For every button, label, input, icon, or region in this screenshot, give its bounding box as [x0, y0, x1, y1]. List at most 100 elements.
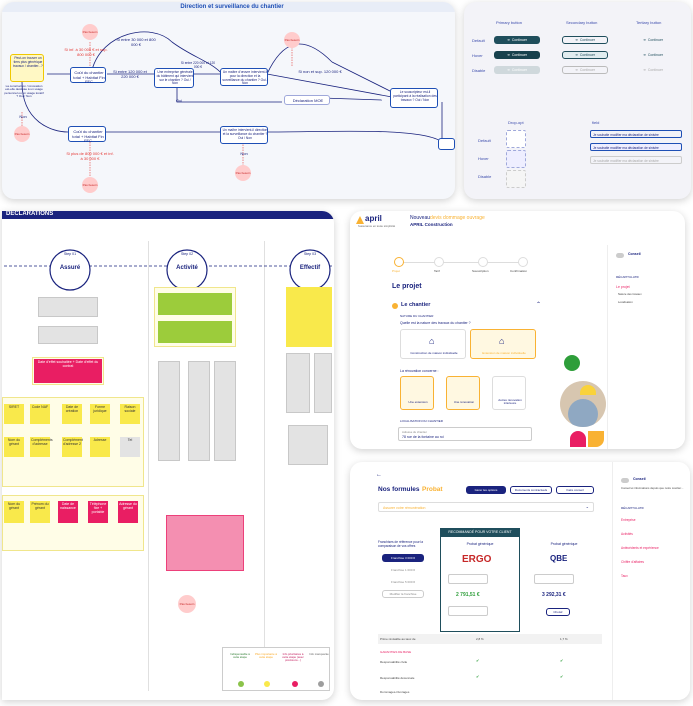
primary-button-hover[interactable]: ➜Continuer [494, 51, 540, 59]
drop-opt-default[interactable] [506, 130, 526, 148]
step-1-code: Step 01 [63, 252, 77, 256]
flow-non-label-2: Non [240, 151, 248, 156]
offers-side-item-5[interactable]: Taux [621, 574, 628, 578]
april-tagline: l'assurance en toute simplicité [358, 224, 396, 228]
offers-side-toggle[interactable] [621, 478, 629, 483]
progress-label-1: Projet [392, 269, 400, 273]
progress-step-3[interactable] [478, 257, 488, 267]
sticky-pink-3: Date de naissance [58, 501, 78, 523]
journey-header-bar [2, 211, 334, 219]
localisation-input[interactable]: Adresse du chantier 78 rue de la fontain… [398, 427, 532, 441]
renov-option-3[interactable]: Autres rénovation intérieure [492, 376, 526, 410]
documents-button[interactable]: Documents contractuels [510, 486, 552, 494]
helmet-shape [580, 385, 596, 395]
conseil-button[interactable]: Faire conseil [556, 486, 594, 494]
legend-text-4: Info manquante [309, 652, 329, 656]
april-logo: april [365, 214, 382, 223]
choose-button[interactable]: Choisir [546, 608, 570, 616]
col2-select[interactable] [534, 574, 574, 584]
step-1-name: Assuré [59, 265, 81, 271]
col1-select-2[interactable] [448, 606, 488, 616]
offers-side-title: Conseil [633, 477, 646, 481]
option-extension[interactable]: ⌂ Extension de maison individuelle [470, 329, 536, 359]
sticky-pink-5: Adresse du gérant [118, 501, 138, 523]
offers-side-item-1[interactable]: Entreprise [621, 518, 636, 522]
arrow-icon: ➜ [574, 53, 578, 57]
check-icon: ✔ [560, 658, 564, 663]
manage-options-button[interactable]: Gérer les options [466, 486, 506, 494]
grey-box-2 [38, 326, 98, 344]
side-title: Conseil [628, 252, 641, 256]
effectif-grey-1 [286, 353, 310, 413]
chevron-up-icon[interactable]: ⌃ [536, 302, 542, 308]
journey-header: DECLARATIONS [6, 211, 54, 217]
row-label-4: Responsabilité décennale [380, 676, 415, 680]
field-default[interactable]: Je souhaite modifier ma déclaration de s… [590, 130, 682, 138]
legend-text-3: Info prioritaires à cette étape (avec pr… [282, 652, 304, 663]
tertiary-button-default[interactable]: ➜Continuer [642, 38, 664, 42]
field-hover[interactable]: Je souhaite modifier ma déclaration de s… [590, 143, 682, 151]
progress-label-4: Confirmation [510, 269, 528, 273]
legend-text-1: Indispensable à cette étape [230, 652, 250, 660]
recommended-tab: RECOMMANDÉ POUR VOTRE CLIENT [440, 528, 520, 536]
franchise-3000-button[interactable]: Franchise 3 000 € [382, 554, 424, 562]
flow-red-node-2: Pas besoin [82, 24, 98, 40]
green-circle [564, 355, 580, 371]
form-subtitle: APRIL Construction [410, 222, 453, 227]
flow-box-maitre: Un maître d'œuvre intervient-il pour la … [220, 68, 268, 86]
flow-cond-sup800: Si inf. à 30 000 € et sup. 800 000 € [64, 47, 108, 57]
col1-select[interactable] [448, 574, 488, 584]
modify-franchise-button[interactable]: Modifier la franchise [382, 590, 424, 598]
left-label: Franchises de référence pour la comparai… [378, 540, 424, 548]
qbe-logo: QBE [550, 554, 568, 563]
offers-side-item-3[interactable]: Antécédents et expérience [621, 546, 659, 550]
photo-circle [560, 381, 606, 427]
step-2-code: Step 02 [180, 252, 194, 256]
offers-card: ← Nos formules Probat Gérer les options … [350, 462, 690, 700]
flow-header [2, 2, 455, 12]
primary-button-disable: ➜Continuer [494, 66, 540, 74]
flow-connectors [21, 31, 443, 177]
btn-header-tertiary: Tertiary button [636, 20, 662, 25]
flow-box-maitre-2: Un maître intervient-il direction et la … [220, 126, 268, 144]
flow-cond-120: Si entre 120 000 et 220 000 € [113, 69, 147, 79]
secondary-button-default[interactable]: ➜Continuer [562, 36, 608, 44]
tertiary-button-hover[interactable]: ➜Continuer [642, 53, 664, 57]
progress-step-4[interactable] [518, 257, 528, 267]
side-project: Le projet [616, 285, 630, 289]
step-3-name: Effectif [299, 265, 321, 271]
drop-opt-hover[interactable] [506, 150, 526, 168]
btn-header-primary: Primary button [496, 20, 523, 25]
franchise-1000-button[interactable]: Franchise 1 000 € [390, 568, 415, 572]
person-shape [568, 399, 598, 427]
progress-step-1[interactable] [394, 257, 404, 267]
offers-side-item-4[interactable]: Chiffre d'affaires [621, 560, 644, 564]
house-icon: ⌂ [429, 336, 435, 346]
side-item-2: Localisation [618, 300, 633, 304]
side-toggle[interactable] [616, 253, 624, 258]
renov-option-2[interactable]: Une rénovation [446, 376, 480, 410]
progress-step-2[interactable] [434, 257, 444, 267]
renov-label: La rénovation concerne : [400, 369, 439, 373]
back-button[interactable]: ← [376, 472, 382, 478]
field-title: field [592, 120, 600, 125]
flow-box-cout-1: Coût du chantier total + Habitat Fin FFC [70, 67, 106, 84]
offers-side-item-2[interactable]: Activités [621, 532, 633, 536]
franchise-5000-button[interactable]: Franchise 5 000 € [390, 580, 415, 584]
row-label-2: GARANTIES DE BASE [380, 650, 412, 654]
flow-start-box: Peut-on trouver un tiers plus générique … [10, 54, 44, 82]
arrow-icon: ➜ [506, 38, 510, 42]
check-icon: ✔ [476, 658, 480, 663]
secondary-button-hover[interactable]: ➜Continuer [562, 51, 608, 59]
remuneration-dropdown[interactable]: Assurer votre rémunération ⌄ [378, 502, 594, 512]
col1-price: 2 791,51 € [456, 592, 480, 598]
renov-option-1[interactable]: Une extension [400, 376, 434, 410]
flow-oui-label: Oui [175, 98, 183, 103]
primary-button-default[interactable]: ➜Continuer [494, 36, 540, 44]
field-disable: Je souhaite modifier ma déclaration de s… [590, 156, 682, 164]
nature-question: Quelle est la nature des travaux du chan… [400, 321, 471, 325]
nature-label: NATURE DU CHANTIER [400, 314, 434, 318]
sticky-raison: Raison sociale [120, 404, 140, 424]
drop-row-default: Default [478, 138, 491, 143]
option-construction[interactable]: ⌂ Construction de maison individuelle [400, 329, 466, 359]
